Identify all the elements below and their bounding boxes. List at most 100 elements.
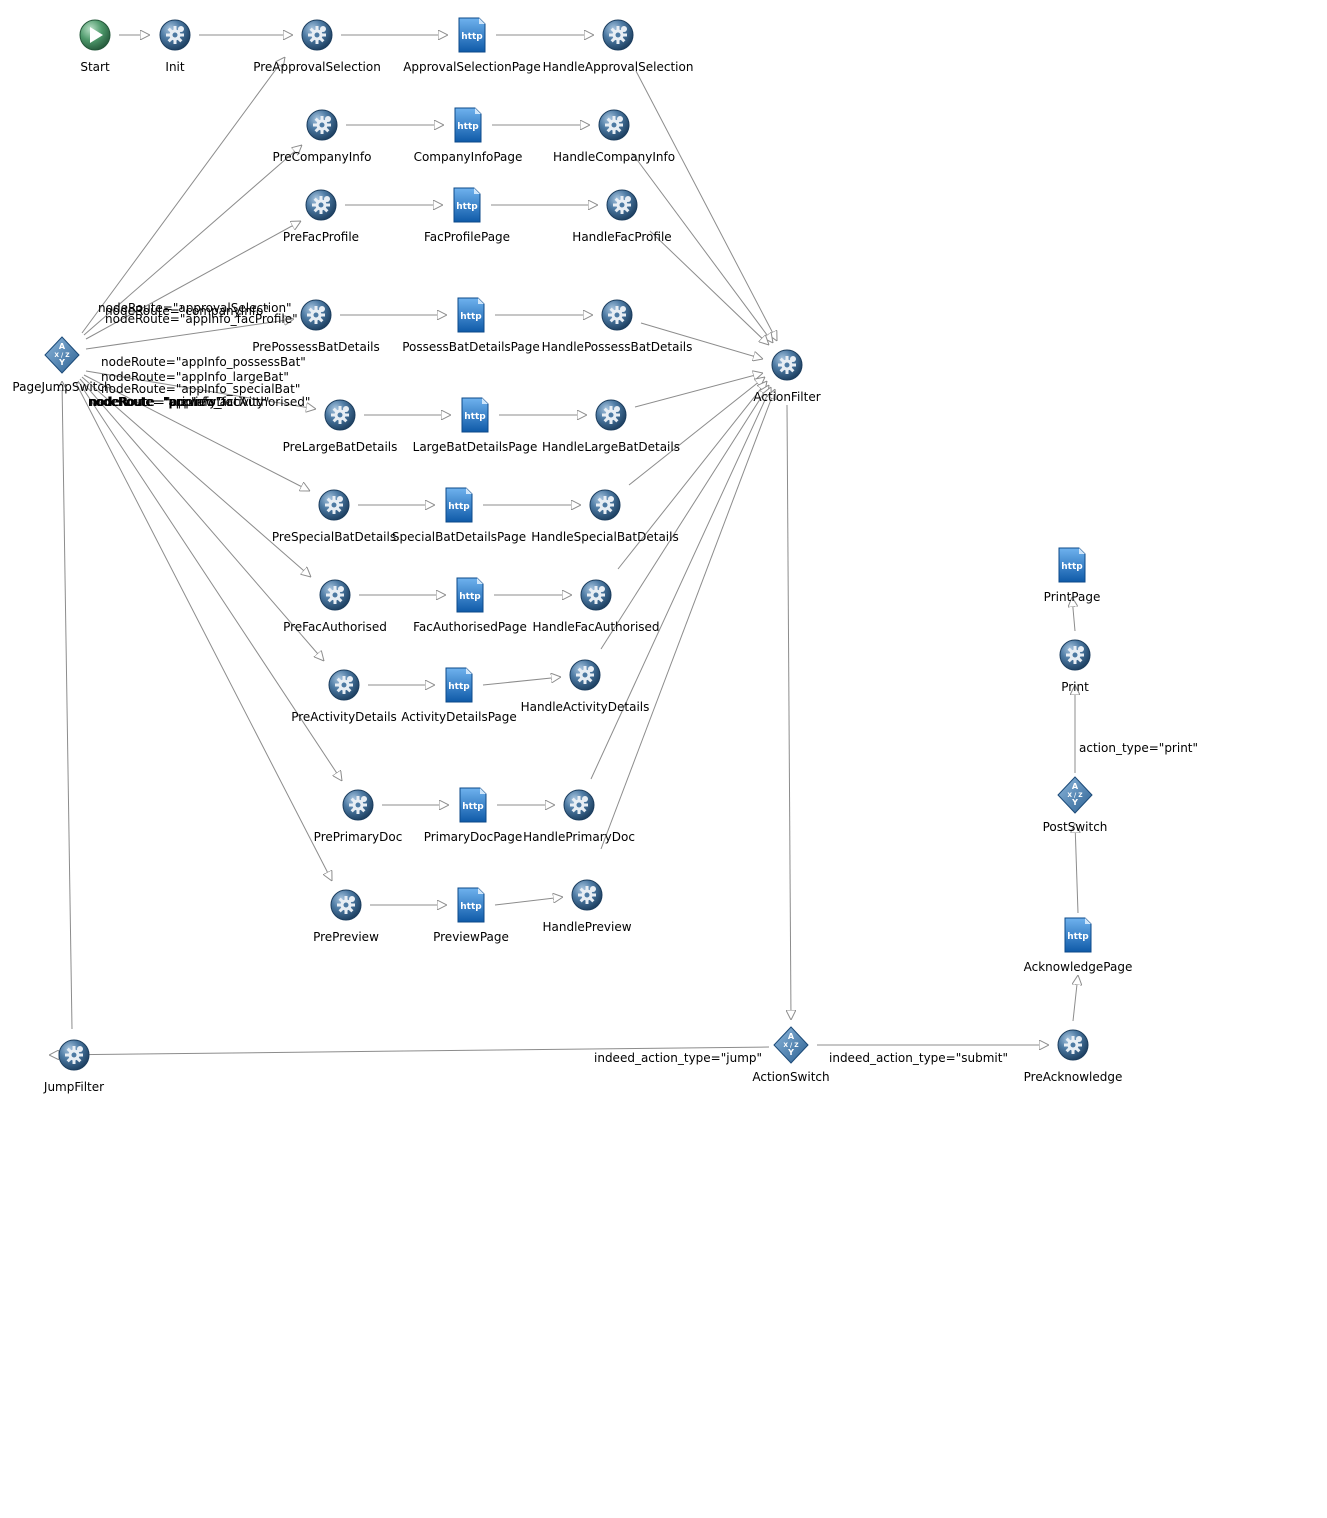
node-handle-possess-bat-details[interactable]: HandlePossessBatDetails [542,299,693,354]
gear-icon [569,659,601,691]
switch-diamond-icon: AX / ZY [44,336,80,374]
node-pre-fac-authorised[interactable]: PreFacAuthorised [283,579,387,634]
edge-handle-fac-profile-to-action-filter [649,230,769,345]
node-handle-company-info[interactable]: HandleCompanyInfo [553,109,675,164]
node-page-jump-switch[interactable]: AX / ZY PageJumpSwitch [12,336,112,394]
node-handle-approval-selection[interactable]: HandleApprovalSelection [543,19,694,74]
svg-text:http: http [460,312,482,322]
node-label: HandleApprovalSelection [543,60,694,74]
node-pre-large-bat-details[interactable]: PreLargeBatDetails [283,399,398,454]
edge-handle-company-info-to-action-filter [631,152,773,343]
edge-label-possess-bat: nodeRoute="appInfo_possessBat" [101,355,306,369]
node-pre-possess-bat-details[interactable]: PrePossessBatDetails [252,299,380,354]
http-page-icon: http [1064,917,1092,953]
node-label: FacProfilePage [424,230,510,244]
node-pre-primary-doc[interactable]: PrePrimaryDoc [314,789,403,844]
gear-icon [1059,639,1091,671]
node-start[interactable]: Start [79,19,111,74]
node-pre-fac-profile[interactable]: PreFacProfile [283,189,359,244]
node-init[interactable]: Init [159,19,191,74]
node-handle-activity-details[interactable]: HandleActivityDetails [521,659,650,714]
node-label: PreviewPage [433,930,509,944]
gear-icon [324,399,356,431]
edge-page-jump-switch-to-pre-fac-authorised [81,376,311,577]
node-handle-special-bat-details[interactable]: HandleSpecialBatDetails [531,489,679,544]
edge-action-filter-to-action-switch [787,404,791,1020]
node-pre-special-bat-details[interactable]: PreSpecialBatDetails [272,489,396,544]
switch-diamond-icon: AX / ZY [1057,776,1093,814]
node-label: FacAuthorisedPage [413,620,527,634]
node-pre-activity-details[interactable]: PreActivityDetails [291,669,397,724]
edge-action-switch-to-jump-filter [49,1046,770,1055]
node-pre-approval-selection[interactable]: PreApprovalSelection [253,19,381,74]
node-pre-preview[interactable]: PrePreview [313,889,379,944]
svg-text:http: http [460,902,482,912]
node-handle-primary-doc[interactable]: HandlePrimaryDoc [523,789,635,844]
svg-text:http: http [461,32,483,42]
edge-preview-page-to-handle-preview [494,897,563,906]
node-pre-company-info[interactable]: PreCompanyInfo [273,109,372,164]
http-page-icon: http [459,787,487,823]
http-page-icon: http [1058,547,1086,583]
edge-pre-acknowledge-to-acknowledge-page [1073,975,1078,1022]
http-page-icon: http [457,887,485,923]
edge-page-jump-switch-to-pre-preview [75,382,332,881]
node-handle-large-bat-details[interactable]: HandleLargeBatDetails [542,399,680,454]
start-play-icon [79,19,111,51]
node-label: PreApprovalSelection [253,60,381,74]
http-page-icon: http [454,107,482,143]
node-action-filter[interactable]: ActionFilter [753,349,821,404]
svg-text:http: http [1061,562,1083,572]
edge-label-activity: nodeRoute="appInfo_activity" [88,395,269,409]
node-label: PostSwitch [1043,820,1108,834]
svg-text:Y: Y [787,1048,794,1057]
node-print[interactable]: Print [1059,639,1091,694]
node-handle-fac-authorised[interactable]: HandleFacAuthorised [532,579,660,634]
gear-icon [300,299,332,331]
gear-icon [580,579,612,611]
gear-icon [771,349,803,381]
gear-icon [318,489,350,521]
http-page-icon: http [458,17,486,53]
node-label: ActionSwitch [752,1070,829,1084]
gear-icon [1057,1029,1089,1061]
node-label: HandlePreview [542,920,631,934]
edge-page-jump-switch-to-pre-company-info [83,145,302,336]
node-jump-filter[interactable]: JumpFilter [43,1039,104,1094]
node-label: PrePossessBatDetails [252,340,380,354]
node-post-switch[interactable]: AX / ZY PostSwitch [1043,776,1108,834]
node-label: AcknowledgePage [1024,960,1133,974]
svg-text:http: http [448,502,470,512]
gear-icon [330,889,362,921]
node-label: PageJumpSwitch [12,380,111,394]
gear-icon [301,19,333,51]
gear-icon [328,669,360,701]
node-label: ApprovalSelectionPage [403,60,541,74]
edge-handle-preview-to-action-filter [600,389,775,850]
gear-icon [606,189,638,221]
node-handle-preview[interactable]: HandlePreview [542,879,632,934]
gear-icon [598,109,630,141]
node-label: PrePrimaryDoc [314,830,403,844]
node-handle-fac-profile[interactable]: HandleFacProfile [572,189,672,244]
svg-text:http: http [462,802,484,812]
edge-label-submit: indeed_action_type="submit" [829,1051,1008,1065]
edge-label-print: action_type="print" [1079,741,1198,755]
node-label: ActivityDetailsPage [401,710,517,724]
node-pre-acknowledge[interactable]: PreAcknowledge [1024,1029,1123,1084]
http-page-icon: http [453,187,481,223]
svg-text:http: http [459,592,481,602]
